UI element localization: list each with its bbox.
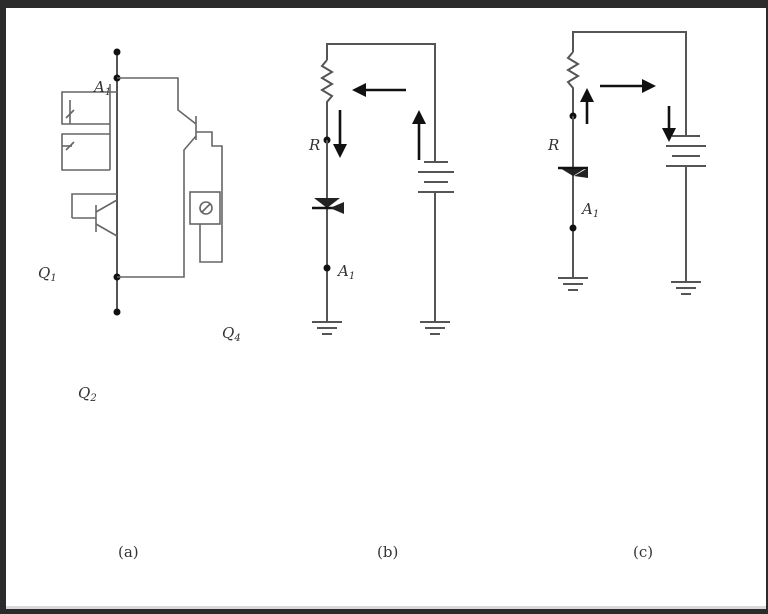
label-a-A1: A1 — [92, 78, 111, 98]
caption-c: (c) — [633, 543, 653, 561]
label-a-Q1: Q1 — [38, 264, 57, 284]
a-q2-emitter — [95, 223, 118, 237]
b-diode-tip — [330, 202, 344, 214]
a-q4-emitter-circle — [199, 201, 213, 215]
a-top-node — [113, 48, 121, 56]
label-c-R: R — [547, 136, 559, 154]
a-q3-emitter-wire — [183, 135, 197, 232]
panel-c: R A1 — [547, 31, 706, 295]
a-bottom-node — [113, 308, 121, 316]
c-resistor — [566, 51, 580, 116]
a-bottom-link — [117, 232, 185, 278]
b-arrow-down-head — [333, 144, 347, 158]
a-q1-lower-loop — [61, 133, 110, 171]
b-node-A1 — [323, 264, 331, 272]
a-q1-upper-loop — [61, 91, 117, 125]
b-diode-triangle — [314, 198, 340, 208]
a-q3-right-wire — [196, 131, 223, 263]
a-q2-collector-wire — [71, 193, 117, 218]
c-arrow-right-head — [642, 79, 656, 93]
label-a-Q2: Q2 — [78, 384, 97, 404]
figure-canvas — [6, 8, 766, 609]
b-top-loop — [326, 43, 436, 162]
c-arrow-down-head — [662, 128, 676, 142]
b-arrow-left-head — [352, 83, 366, 97]
c-diode-triangle — [560, 168, 586, 176]
label-b-A1: A1 — [336, 262, 355, 282]
a-q4-emitter-arrow — [201, 203, 211, 213]
label-b-R: R — [308, 136, 320, 154]
a-q2-collector — [95, 199, 118, 213]
a-q4-box — [189, 191, 221, 225]
panel-a: A1 Q1 Q2 Q4 — [38, 48, 241, 404]
c-diode-tip — [574, 168, 588, 178]
label-a-Q4: Q4 — [222, 324, 241, 344]
a-top-link — [117, 77, 197, 125]
a-q4-lower-wire — [199, 224, 214, 263]
caption-a: (a) — [118, 543, 139, 561]
b-resistor — [320, 59, 334, 140]
caption-b: (b) — [377, 543, 398, 561]
c-arrow-up-head — [580, 88, 594, 102]
a-q1-upper-emitter — [65, 109, 75, 119]
b-arrow-up-head — [412, 110, 426, 124]
label-c-A1: A1 — [580, 200, 599, 220]
c-top-loop — [572, 31, 687, 136]
a-q1-lower-emitter — [65, 141, 75, 151]
panel-b: R A1 — [308, 43, 454, 335]
c-node-A1 — [569, 224, 577, 232]
